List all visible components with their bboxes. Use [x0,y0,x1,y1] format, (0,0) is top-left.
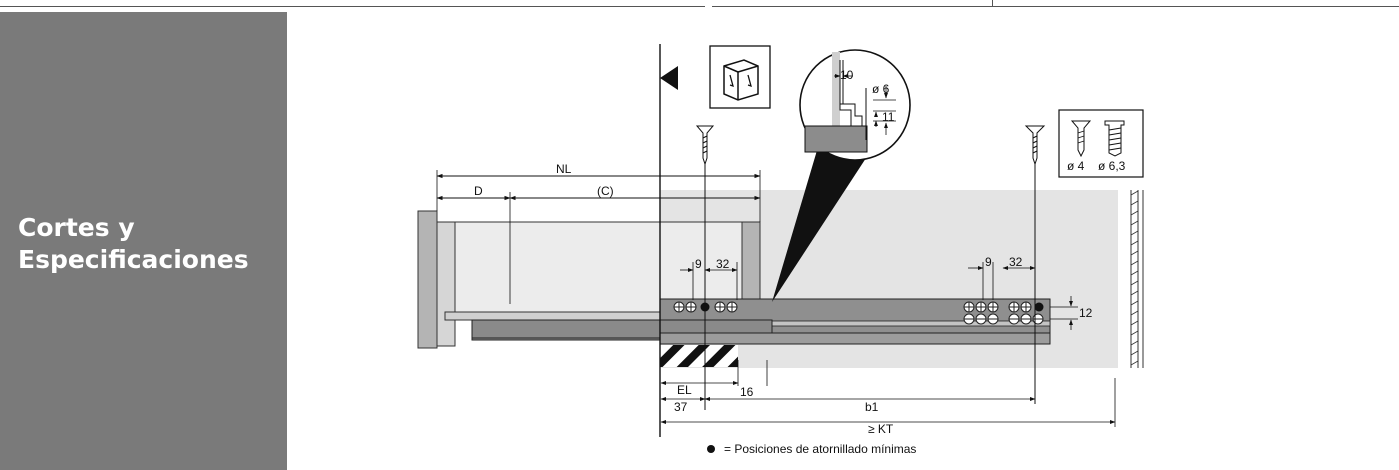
technical-drawing: 10 ø 6 11 ø 4 ø 6,3 NL D (C) 9 32 9 32 1 [417,44,1144,456]
drawer-front [417,210,438,349]
section-title-line-1: Cortes y [18,213,135,242]
dim-label-9-rear: 9 [985,255,992,269]
front-screw-holes [673,301,738,313]
dim-label-32-rear: 32 [1009,255,1023,269]
screw-type-phi4: ø 4 [1067,159,1085,173]
section-title: Cortes y Especificaciones [18,212,278,276]
dim-label-kt: ≥ KT [868,422,894,436]
top-rule-right [712,6,1399,7]
dim-label-12: 12 [1079,306,1093,320]
section-title-line-2: Especificaciones [18,245,249,274]
dim-label-32-front: 32 [716,257,730,271]
top-rule-left [0,6,705,7]
hatched-floor [660,345,738,367]
dim-label-37: 37 [674,400,688,414]
min-screw-position-rear [1034,302,1044,312]
legend-text: = Posiciones de atornillado mínimas [724,442,916,456]
dim-label-el: EL [677,383,692,397]
drawer-front-inner [436,221,456,347]
dim-label-9-front: 9 [695,257,702,271]
dim-label-nl: NL [556,162,572,176]
back-panel-hatch [1130,190,1139,366]
screw-icon-front [695,125,715,166]
slide-lower-rail [659,332,1051,345]
top-rule-tick [992,0,993,7]
cabinet-icon [709,45,771,109]
rear-screw-holes [963,301,1044,325]
legend-dot [707,445,715,453]
detail-view [804,52,896,153]
slide-rail-strip [759,320,1051,327]
screw-type-phi63: ø 6,3 [1098,159,1126,173]
detail-dim-10-label: 10 [840,68,854,82]
cabinet-wall-arrow [660,66,678,90]
section-sidebar: Cortes y Especificaciones [0,12,287,470]
dim-label-d: D [474,184,483,198]
dim-label-c: (C) [597,184,614,198]
dim-label-b1: b1 [865,400,879,414]
detail-dim-11: 11 [882,110,895,124]
detail-dim-phi6: ø 6 [872,82,890,96]
dim-label-16: 16 [740,385,754,399]
screw-types-box [1058,109,1144,178]
detail-callout-pointer [772,147,868,302]
screw-icon-rear [1024,125,1046,166]
